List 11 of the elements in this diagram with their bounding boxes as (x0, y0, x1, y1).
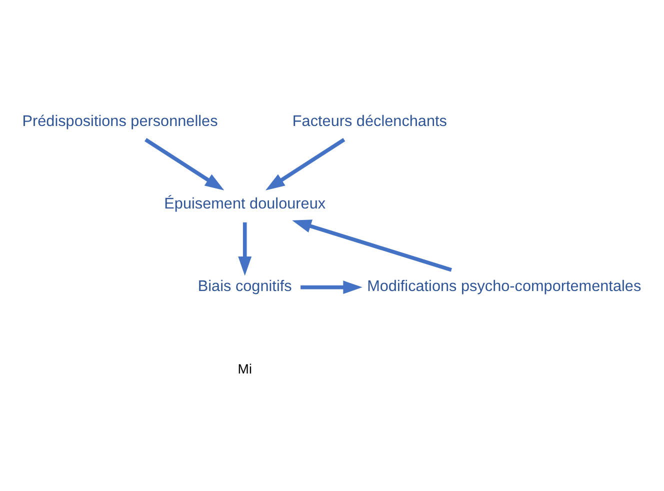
node-text: Modifications psycho-comportementales (367, 277, 642, 294)
node-text: Prédispositions personnelles (22, 112, 218, 130)
arrow (292, 219, 452, 272)
node-text: Biais cognitifs (198, 277, 292, 294)
arrow (238, 222, 252, 276)
arrow (266, 137, 346, 190)
node-text: Facteurs déclenchants (292, 112, 447, 130)
label: Mi (238, 360, 252, 376)
node-text: Épuisement douloureux (164, 194, 326, 212)
arrow (300, 280, 362, 294)
arrow (144, 138, 224, 190)
